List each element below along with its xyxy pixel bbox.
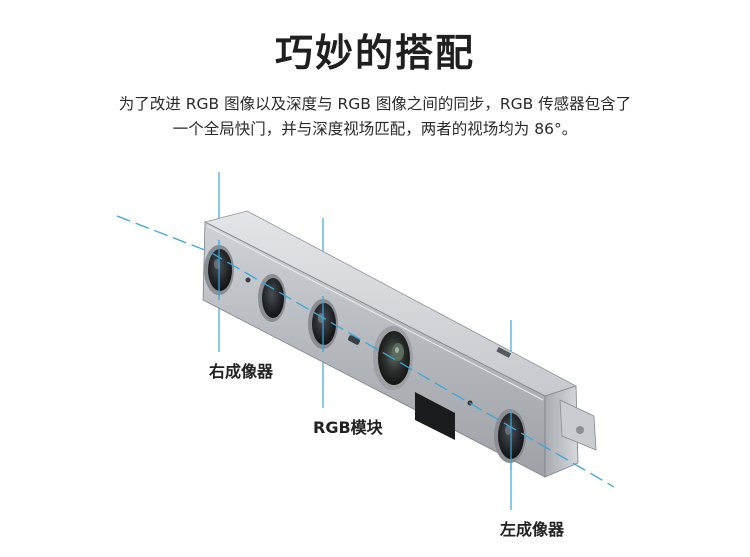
description: 为了改进 RGB 图像以及深度与 RGB 图像之间的同步，RGB 传感器包含了 … [40, 92, 710, 142]
page-title: 巧妙的搭配 [274, 31, 475, 75]
small-vent [496, 346, 512, 358]
label-rgb-module: RGB模块 [313, 418, 383, 437]
description-line-2: 一个全局快门，并与深度视场匹配，两者的视场均为 86°。 [172, 120, 578, 138]
label-right-imager: 右成像器 [209, 362, 274, 381]
left-imager-lens [494, 409, 526, 463]
usb-connector [415, 392, 455, 440]
description-line-1: 为了改进 RGB 图像以及深度与 RGB 图像之间的同步，RGB 传感器包含了 [118, 95, 632, 113]
sensor-dot [245, 277, 251, 283]
optical-axis-back [116, 215, 211, 253]
optical-axis-front [209, 251, 615, 488]
mounting-bracket [559, 399, 597, 451]
led-window [347, 335, 361, 345]
bracket-hole [576, 426, 584, 434]
ir-projector [258, 274, 286, 322]
label-left-imager: 左成像器 [500, 520, 565, 539]
